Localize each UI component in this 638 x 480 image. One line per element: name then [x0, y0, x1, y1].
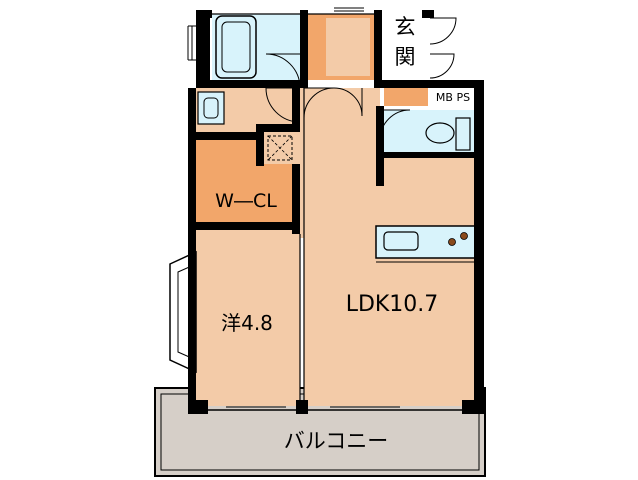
toilet — [425, 117, 471, 151]
walls — [188, 10, 484, 414]
entrance-label-top: 玄 — [395, 15, 416, 39]
wash-basin — [197, 91, 225, 125]
ldk-label: LDK10.7 — [346, 292, 439, 317]
frame-lines — [208, 13, 462, 411]
balcony-label: バルコニー — [284, 429, 389, 453]
doors — [265, 17, 457, 141]
entrance-label-bottom: 関 — [395, 45, 416, 69]
floor-areas — [169, 14, 480, 406]
bathtub — [215, 15, 257, 79]
windows — [187, 7, 400, 408]
meter-box-label: MB PS — [436, 91, 470, 104]
walk-in-closet-label: W―CL — [215, 190, 277, 212]
laundry-pan — [267, 135, 293, 161]
western-room-label: 洋4.8 — [221, 311, 273, 335]
kitchen-counter — [375, 225, 477, 263]
